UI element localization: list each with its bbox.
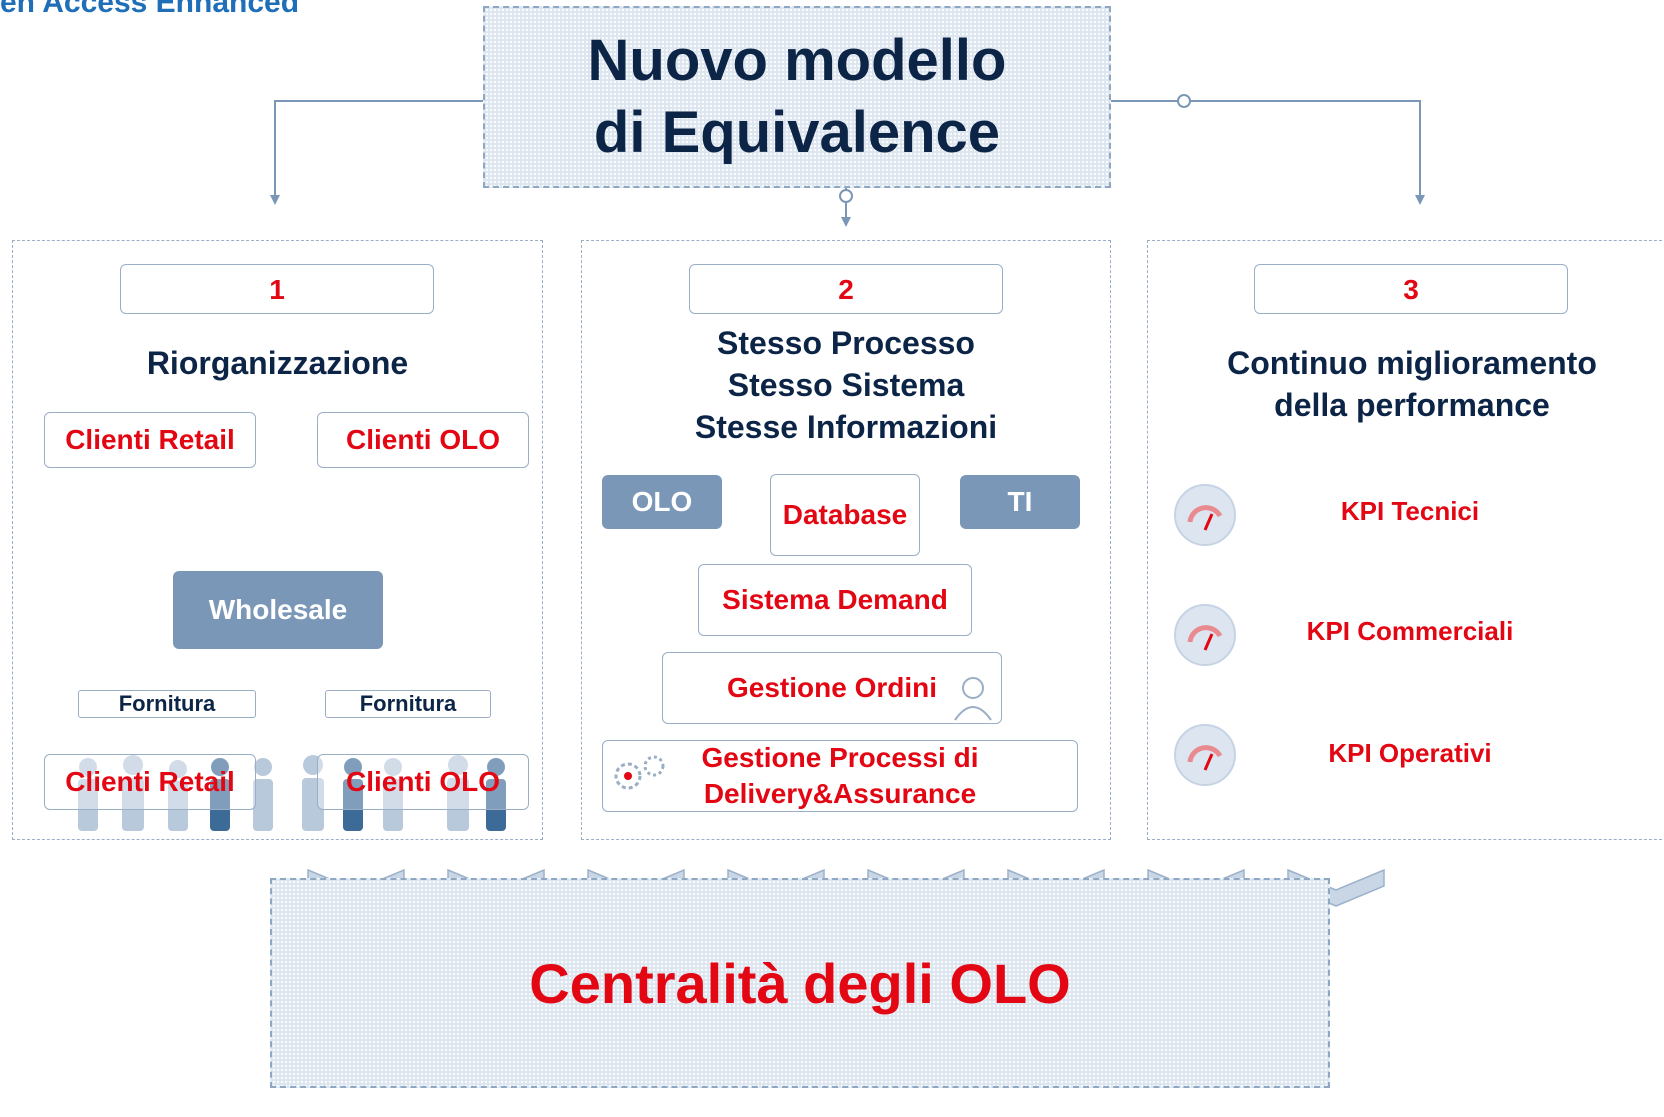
- ti-box: TI: [960, 475, 1080, 529]
- top-title-line1: Nuovo modello: [587, 28, 1007, 93]
- clienti-retail-top: Clienti Retail: [44, 412, 256, 468]
- gestione-processi-line1: Gestione Processi di: [701, 742, 979, 773]
- panel3-heading: Continuo miglioramento della performance: [1147, 342, 1664, 426]
- panel2-heading: Stesso Processo Stesso Sistema Stesse In…: [581, 322, 1111, 448]
- panel1-number: 1: [120, 264, 434, 314]
- bottom-title: Centralità degli OLO: [270, 878, 1330, 1088]
- panel2-heading-line1: Stesso Processo: [717, 325, 975, 361]
- gestione-ordini-box: Gestione Ordini: [662, 652, 1002, 724]
- panel3-heading-line2: della performance: [1274, 387, 1550, 423]
- panel3-heading-line1: Continuo miglioramento: [1227, 345, 1597, 381]
- gestione-processi-line2: Delivery&Assurance: [703, 778, 977, 809]
- gauge-icon: [1174, 724, 1236, 786]
- kpi-operativi: KPI Operativi: [1328, 738, 1492, 768]
- sistema-demand-box: Sistema Demand: [698, 564, 972, 636]
- panel-performance: [1147, 240, 1664, 840]
- top-title-line2: di Equivalence: [593, 100, 1001, 165]
- clienti-olo-top: Clienti OLO: [317, 412, 529, 468]
- panel1-heading: Riorganizzazione: [146, 345, 409, 381]
- corner-title: en Access Enhanced: [0, 0, 300, 19]
- connector-title-to-panel1: [270, 100, 483, 205]
- panel-riorganizzazione: [12, 240, 543, 840]
- kpi-commerciali: KPI Commerciali: [1306, 616, 1514, 646]
- person-icon: [954, 677, 992, 721]
- panel2-number: 2: [689, 264, 1003, 314]
- connector-title-to-panel3: [1111, 100, 1425, 205]
- gears-icon: [614, 755, 665, 790]
- clienti-retail-bottom: Clienti Retail: [44, 754, 256, 810]
- wholesale-box: Wholesale: [173, 571, 383, 649]
- gauge-icon: [1174, 484, 1236, 546]
- panel2-heading-line3: Stesse Informazioni: [694, 409, 998, 445]
- panel3-number: 3: [1254, 264, 1568, 314]
- gestione-processi-box: Gestione Processi di Delivery&Assurance: [602, 740, 1078, 812]
- fornitura-right: Fornitura: [325, 690, 491, 718]
- fornitura-left: Fornitura: [78, 690, 256, 718]
- panel2-heading-line2: Stesso Sistema: [727, 367, 965, 403]
- people-silhouettes: [78, 755, 506, 831]
- top-title-box: Nuovo modello di Equivalence: [483, 6, 1111, 188]
- database-box: Database: [770, 474, 920, 556]
- clienti-olo-bottom: Clienti OLO: [317, 754, 529, 810]
- olo-box: OLO: [602, 475, 722, 529]
- gauge-icon: [1174, 604, 1236, 666]
- kpi-tecnici: KPI Tecnici: [1340, 496, 1480, 526]
